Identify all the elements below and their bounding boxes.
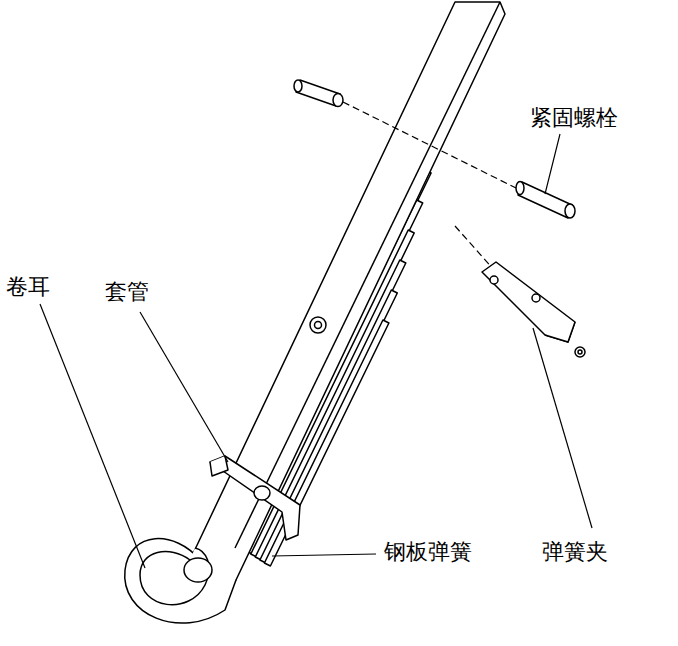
part-label: 套管 <box>103 280 151 304</box>
part-label: 卷耳 <box>4 275 52 299</box>
main-leaf-edge <box>235 2 500 548</box>
leader-line <box>40 134 592 568</box>
spring-clip <box>482 262 585 357</box>
center-bolt <box>315 322 322 329</box>
center-bolt <box>310 317 326 333</box>
spring-eye <box>125 539 236 623</box>
part-label: 弹簧夹 <box>540 540 610 564</box>
part-label: 钢板弹簧 <box>382 540 474 564</box>
assembly-line <box>455 226 494 270</box>
clamp-band <box>210 456 300 540</box>
fastening-bolt <box>294 80 575 218</box>
part-label: 紧固螺栓 <box>528 106 620 130</box>
main-leaf <box>190 2 505 600</box>
assembly-line <box>343 102 516 188</box>
